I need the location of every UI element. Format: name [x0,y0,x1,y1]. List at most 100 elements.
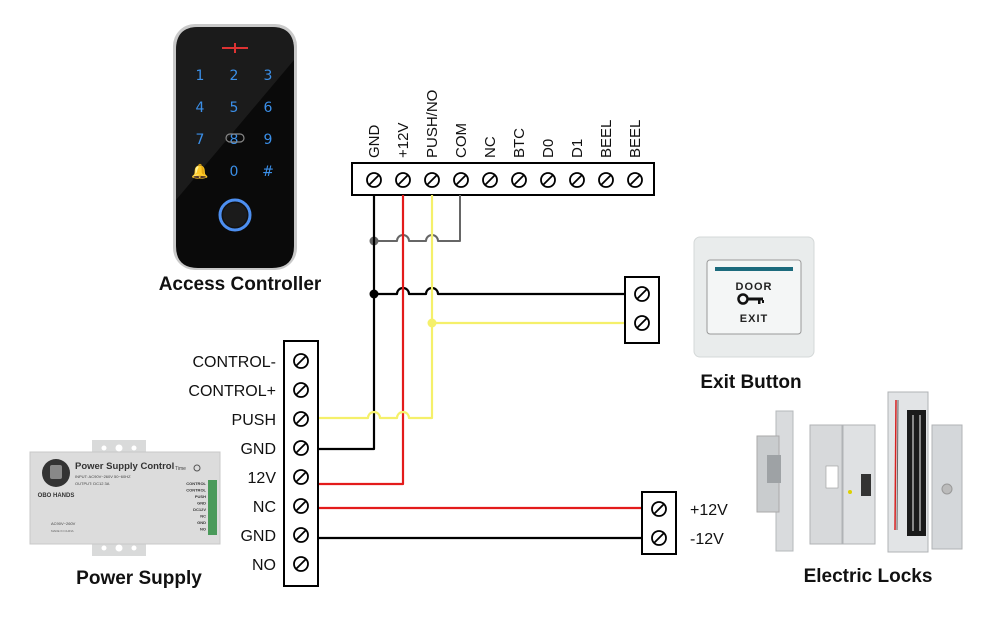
psu-side-label: CONTROL [186,481,206,486]
controller-terminal-label: NC [482,136,499,158]
screw-slot [295,384,307,396]
wires [302,195,642,540]
lock-terminal-block [641,491,677,555]
screw-slot [397,174,409,186]
controller-terminal-screw[interactable] [540,172,556,188]
screw-slot [295,500,307,512]
bolt-lock [809,424,876,545]
controller-terminal-screw[interactable] [627,172,643,188]
wire-push [302,195,434,420]
keypad-key[interactable]: 8 [230,132,239,148]
psu-side-label: GND [197,520,206,525]
keypad-key[interactable]: 🔔 [191,163,208,180]
lock-terminal-label: +12V [690,502,728,519]
controller-terminal-screw[interactable] [453,172,469,188]
power-supply-caption: Power Supply [76,568,202,589]
controller-glare [176,27,294,200]
lock-terminal-screw[interactable] [651,501,667,517]
power-supply-terminal-block [283,340,319,587]
screw-slot [295,355,307,367]
psu-made-text: MADE IN CHINA [51,529,74,533]
psu-time-knob[interactable] [193,464,201,472]
controller-terminal-block [351,162,655,196]
keypad-key[interactable]: # [262,164,274,180]
electric-locks-device [756,391,963,553]
key-icon [737,293,764,305]
psu-side-label: DC12V [193,507,206,512]
keypad-key[interactable]: 9 [264,132,273,148]
controller-terminal-label: COM [453,123,470,158]
keypad-key[interactable]: 4 [196,100,205,116]
exit-button-face[interactable] [706,259,802,335]
power-supply-device: OBO HANDS Power Supply Control INPUT: AC… [29,440,221,556]
controller-terminal-screw[interactable] [598,172,614,188]
screw-slot [295,442,307,454]
screw-slot [653,503,665,515]
screw-slot [653,532,665,544]
controller-terminal-screw[interactable] [511,172,527,188]
psu-terminal-screw[interactable] [293,527,309,543]
psu-time-text: Time [175,466,186,472]
screw-slot [542,174,554,186]
controller-terminal-screw[interactable] [366,172,382,188]
psu-side-label: NO [200,527,206,532]
junction-gnd [369,289,379,299]
lock-terminal-label: -12V [690,531,724,548]
psu-terminal-screw[interactable] [293,556,309,572]
screw-slot [455,174,467,186]
controller-terminal-label: BEEL [627,120,644,158]
screw-slot [295,413,307,425]
screw-slot [295,529,307,541]
wire-com [374,195,461,242]
controller-terminal-label: D0 [540,139,557,158]
psu-terminal-screw[interactable] [293,382,309,398]
controller-terminal-label: BEEL [598,120,615,158]
screw-slot [513,174,525,186]
psu-terminal-label: 12V [248,470,277,487]
psu-terminal-frame [283,340,319,587]
keypad-key[interactable]: 2 [230,68,239,84]
keypad-key[interactable]: 6 [264,100,273,116]
magnetic-lock [887,391,963,553]
psu-terminal-screw[interactable] [293,469,309,485]
exit-button-device[interactable]: DOOR EXIT [693,236,815,358]
exit-exit-text: EXIT [740,313,768,325]
reader-indicator [222,43,248,53]
access-controller-caption: Access Controller [159,274,322,295]
psu-terminal-screw[interactable] [293,353,309,369]
keypad-key[interactable]: 7 [196,132,205,148]
exit-button-caption: Exit Button [700,372,801,393]
keypad-key[interactable]: 3 [264,68,273,84]
controller-terminal-screw[interactable] [482,172,498,188]
exit-terminal-screw[interactable] [634,286,650,302]
screw-slot [600,174,612,186]
lock-terminal-screw[interactable] [651,530,667,546]
screw-slot [368,174,380,186]
exit-button-terminal-block [624,276,660,344]
screw-slot [426,174,438,186]
junction-push [427,318,437,328]
exit-terminal-screw[interactable] [634,315,650,331]
psu-terminal-label: NC [253,499,276,516]
psu-terminal-screw[interactable] [293,440,309,456]
card-icon [225,133,245,143]
controller-terminal-label: BTC [511,128,528,158]
controller-terminal-screw[interactable] [569,172,585,188]
psu-side-label: PUSH [195,494,206,499]
psu-terminal-label: PUSH [232,412,276,429]
screw-slot [484,174,496,186]
psu-terminal-screw[interactable] [293,498,309,514]
controller-terminal-label: +12V [395,123,412,158]
controller-terminal-screw[interactable] [424,172,440,188]
strike-lock [756,410,794,552]
controller-terminal-screw[interactable] [395,172,411,188]
access-controller-device: 1 2 3 4 5 6 7 8 9 🔔 0 # [173,24,297,270]
controller-terminal-label: GND [366,125,383,159]
exit-door-text: DOOR [736,281,773,293]
keypad-key[interactable]: 1 [196,68,205,84]
keypad-key[interactable]: 5 [230,100,239,116]
keypad-key[interactable]: 0 [230,164,239,180]
psu-terminal-screw[interactable] [293,411,309,427]
psu-side-label: NC [200,514,206,519]
